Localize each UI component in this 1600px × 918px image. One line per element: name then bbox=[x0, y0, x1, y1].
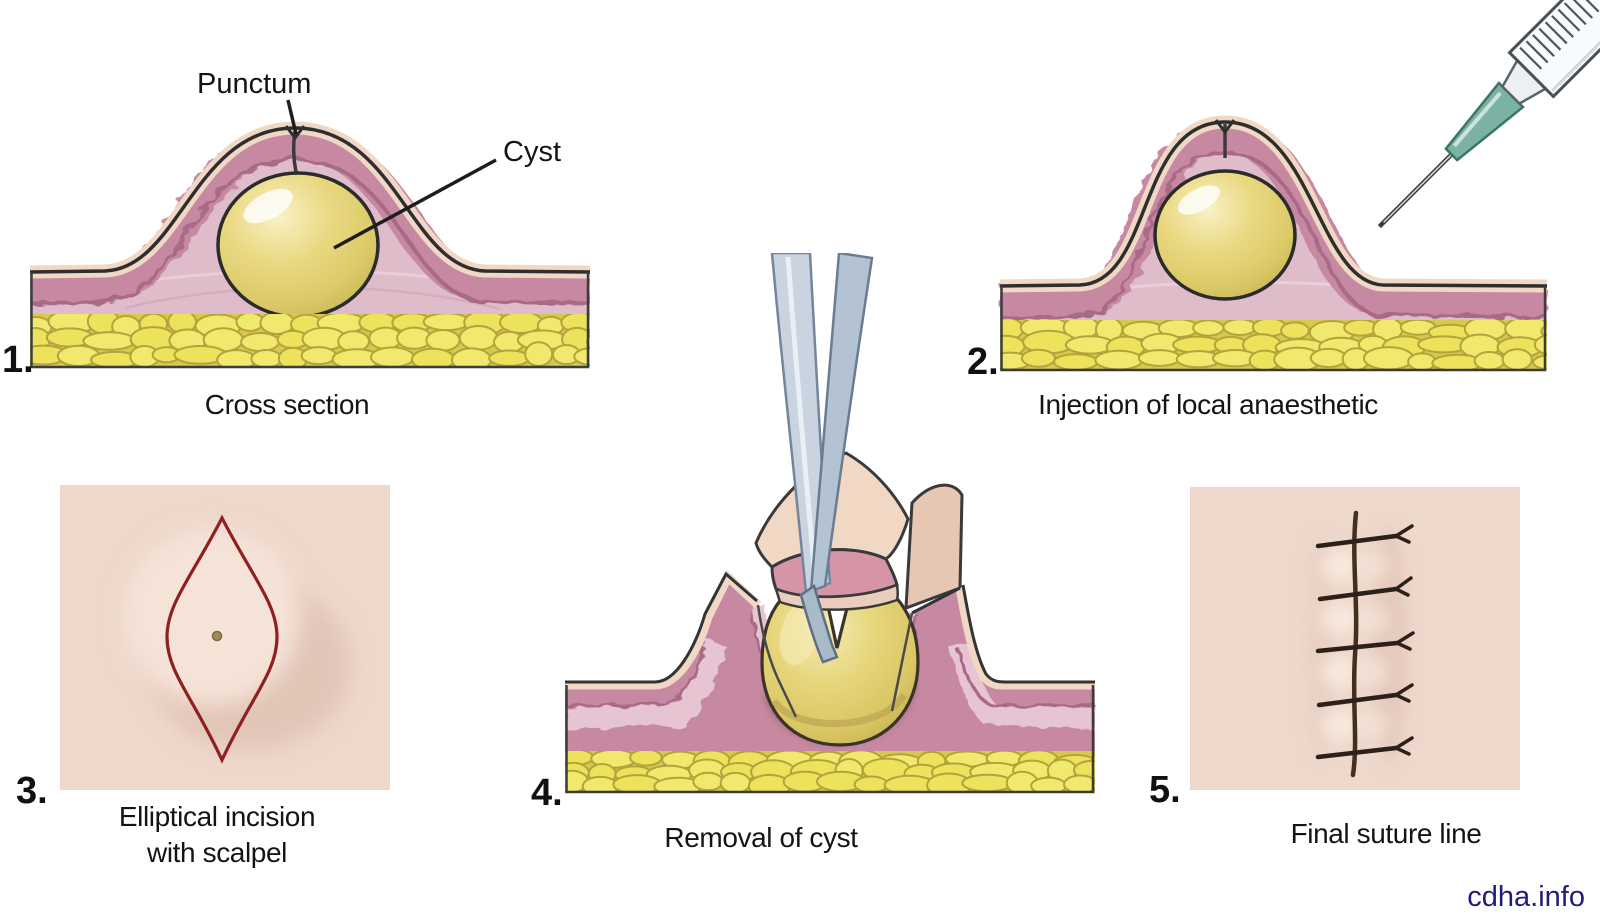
syringe-illustration bbox=[1377, 0, 1600, 229]
fat-layer bbox=[565, 751, 1095, 793]
cyst-label: Cyst bbox=[503, 136, 561, 168]
panel-1-caption: Cross section bbox=[204, 389, 370, 420]
wound-bulges bbox=[1306, 527, 1407, 763]
section-cut-edges bbox=[1000, 286, 1547, 372]
syringe-graduations bbox=[1519, 0, 1600, 70]
forceps-jaw bbox=[799, 583, 839, 664]
panel-4-caption: Removal of cyst bbox=[664, 822, 858, 853]
incision-outline bbox=[165, 514, 279, 764]
cyst-leader-line bbox=[333, 158, 497, 250]
forceps-illustration bbox=[770, 253, 874, 664]
cyst-shape bbox=[216, 171, 380, 319]
panel-3-caption-line-2: with scalpel bbox=[147, 837, 287, 868]
panel-3-caption-line-1: Elliptical incision bbox=[118, 801, 316, 832]
panel-1-cross-section-illustration bbox=[30, 99, 590, 369]
fat-layer bbox=[30, 314, 590, 367]
section-cut-edges bbox=[565, 685, 1095, 794]
punctum-channel bbox=[1214, 119, 1236, 158]
panel-4-number: 4. bbox=[531, 772, 563, 814]
panel-5-caption: Final suture line bbox=[1290, 818, 1482, 849]
punctum-label: Punctum bbox=[197, 68, 312, 100]
right-cut-face bbox=[904, 483, 964, 611]
panel-3-incision-illustration bbox=[60, 485, 390, 790]
suture-line bbox=[1350, 510, 1359, 778]
watermark: cdha.info bbox=[1467, 881, 1585, 913]
section-cut-edges bbox=[30, 272, 590, 369]
panel-4-removal-illustration bbox=[564, 253, 1096, 794]
bump-highlight bbox=[124, 529, 300, 705]
panel-5-number: 5. bbox=[1149, 769, 1181, 811]
panel-3-number: 3. bbox=[16, 770, 48, 812]
panel-5-suture-illustration bbox=[1190, 487, 1520, 790]
panel-1-number: 1. bbox=[2, 339, 34, 381]
needle-hub bbox=[1444, 81, 1525, 162]
flat-skin-layers bbox=[564, 639, 1096, 730]
surface-outline bbox=[565, 569, 1095, 718]
punctum-dot bbox=[211, 630, 223, 642]
suture-stitches bbox=[1315, 524, 1415, 760]
punctum-leader-line bbox=[286, 99, 298, 135]
panel-2-injection-illustration bbox=[999, 0, 1600, 372]
cyst-shape bbox=[1153, 169, 1297, 301]
panel-2-number: 2. bbox=[967, 341, 999, 383]
syringe-barrel bbox=[1507, 0, 1600, 99]
panel-2-caption: Injection of local anaesthetic bbox=[1038, 389, 1378, 420]
skin-surface-outline bbox=[999, 120, 1548, 288]
